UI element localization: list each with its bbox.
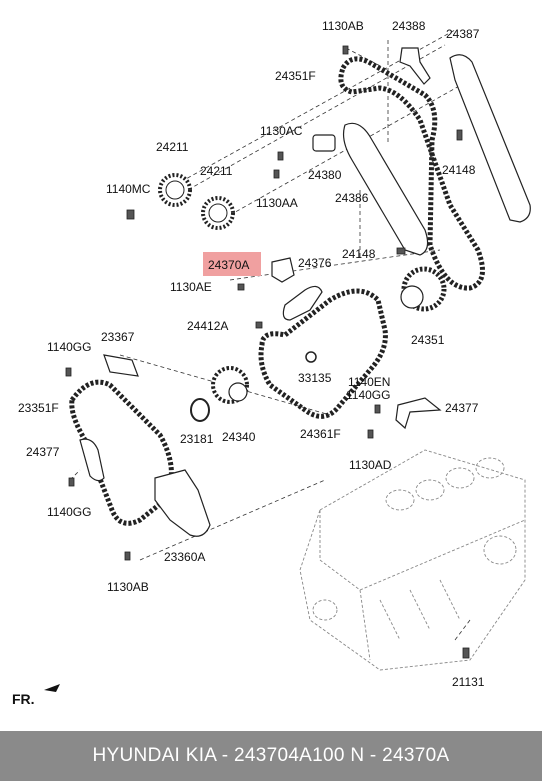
label-24361F: 24361F — [300, 427, 341, 441]
sprocket-24351 — [400, 266, 447, 312]
bolt-1140GG-a — [65, 367, 72, 377]
footer-part-number: HYUNDAI KIA - 243704A100 N - 24370A — [0, 731, 542, 781]
bolt-21131 — [462, 647, 470, 659]
highlight-24370A — [203, 252, 261, 276]
label-24148-right: 24148 — [442, 163, 476, 177]
exploded-timing-diagram: 1130AB 24388 24387 24351F 1130AC 24211 2… — [18, 19, 531, 692]
guide-24377-right — [395, 397, 442, 430]
sprocket-24211-a — [158, 173, 192, 207]
bolt-24412A — [255, 321, 263, 329]
guide-24387 — [449, 54, 531, 223]
label-24412A: 24412A — [187, 319, 228, 333]
bolt-1140MC — [126, 209, 135, 220]
oring-23181 — [190, 398, 210, 422]
label-1130AD: 1130AD — [349, 458, 392, 472]
label-24340: 24340 — [222, 430, 256, 444]
sprocket-24340 — [211, 366, 249, 404]
bolt-1130AB-bottom — [124, 551, 131, 561]
guide-24377-left — [79, 438, 105, 482]
bolt-1130AB-top — [342, 45, 349, 55]
label-24386: 24386 — [335, 191, 369, 205]
label-24351F: 24351F — [275, 69, 316, 83]
tensioner-24380 — [312, 134, 336, 152]
bolt-24148-mid — [396, 247, 406, 255]
label-24377-left: 24377 — [26, 445, 60, 459]
sprocket-24211-b — [201, 196, 235, 230]
bolt-1140GG-c — [68, 477, 75, 487]
bolt-1140EN — [374, 404, 381, 414]
bolt-24148-right — [456, 129, 463, 141]
label-23351F: 23351F — [18, 401, 59, 415]
direction-label: FR. — [12, 691, 35, 707]
label-1130AB-top: 1130AB — [322, 19, 364, 33]
label-24370A: 24370A — [208, 258, 249, 272]
label-21131: 21131 — [452, 675, 485, 689]
label-23181: 23181 — [180, 432, 214, 446]
front-arrow-icon — [44, 684, 60, 692]
guide-24388 — [399, 47, 431, 85]
label-1130AA: 1130AA — [256, 196, 298, 210]
bolt-1130AC — [277, 151, 284, 161]
tensioner-24370A — [271, 257, 295, 283]
pump-23360A — [154, 469, 211, 537]
bolt-1130AE — [237, 283, 245, 291]
label-1140GG-b: 1140GG — [346, 388, 390, 402]
tensioner-24376 — [282, 285, 323, 321]
label-1140MC: 1140MC — [106, 182, 151, 196]
guide-24386 — [342, 122, 429, 256]
label-24377-right: 24377 — [445, 401, 479, 415]
label-24211-b: 24211 — [200, 164, 233, 178]
label-24351: 24351 — [411, 333, 445, 347]
label-24380: 24380 — [308, 168, 342, 182]
label-23360A: 23360A — [164, 550, 205, 564]
upper-timing-chain — [338, 56, 485, 291]
lower-chain — [69, 379, 174, 526]
label-1130AB-bottom: 1130AB — [107, 580, 149, 594]
label-1140GG-c: 1140GG — [47, 505, 91, 519]
guide-23367 — [103, 354, 139, 377]
label-1140EN: 1140EN — [348, 375, 390, 389]
bolt-1130AD — [367, 429, 374, 439]
label-1130AE: 1130AE — [170, 280, 212, 294]
bolt-1130AA — [273, 169, 280, 179]
label-1130AC: 1130AC — [260, 124, 303, 138]
label-1140GG-a: 1140GG — [47, 340, 91, 354]
label-23367: 23367 — [101, 330, 135, 344]
bolts — [65, 45, 470, 659]
label-33135: 33135 — [298, 371, 332, 385]
label-24211-a: 24211 — [156, 140, 189, 154]
label-24387: 24387 — [446, 27, 480, 41]
engine-block — [299, 449, 526, 671]
ring-33135 — [305, 351, 317, 363]
label-24376: 24376 — [298, 256, 332, 270]
label-24388: 24388 — [392, 19, 426, 33]
label-24148-mid: 24148 — [342, 247, 376, 261]
